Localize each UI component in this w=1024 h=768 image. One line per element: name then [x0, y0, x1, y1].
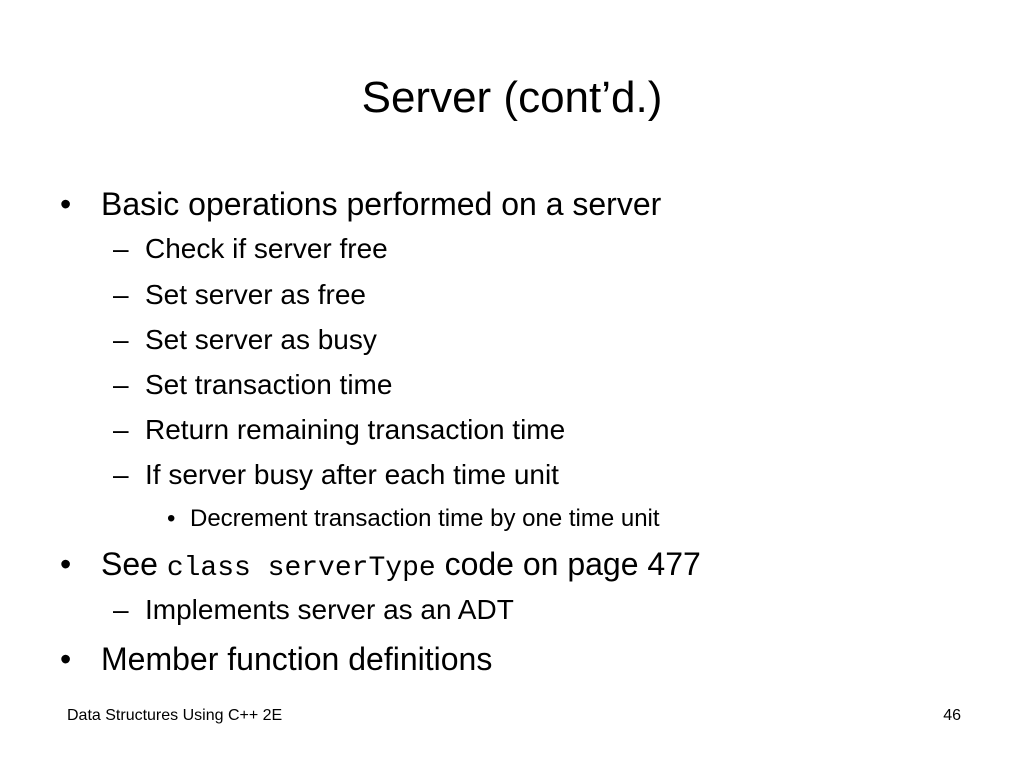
bullet-list: • Basic operations performed on a server… — [60, 186, 701, 677]
sub-bullet-text: Return remaining transaction time — [145, 414, 566, 445]
sub-bullet-text: If server busy after each time unit — [145, 459, 559, 490]
dash-marker: – — [113, 369, 129, 400]
dash-marker: – — [113, 279, 129, 310]
small-bullet-marker: • — [167, 505, 176, 532]
sub-bullet-text: Check if server free — [145, 233, 388, 264]
bullet-marker: • — [60, 641, 72, 677]
page-number: 46 — [943, 707, 961, 724]
sub-bullet-text: Set server as free — [145, 279, 366, 310]
dash-marker: – — [113, 414, 129, 445]
bullet-marker: • — [60, 546, 72, 582]
code-class-name: class serverType — [166, 553, 436, 584]
sub-bullet-text: Set server as busy — [145, 324, 377, 355]
bullet-text-prefix: See — [101, 546, 158, 582]
bullet-marker: • — [60, 186, 72, 222]
sub-bullet-text: Set transaction time — [145, 369, 393, 400]
dash-marker: – — [113, 594, 129, 625]
dash-marker: – — [113, 459, 129, 490]
dash-marker: – — [113, 233, 129, 264]
bullet-text-suffix: code on page 477 — [444, 546, 701, 582]
dash-marker: – — [113, 324, 129, 355]
sub-sub-bullet-text: Decrement transaction time by one time u… — [190, 505, 660, 532]
slide-title: Server (cont’d.) — [361, 73, 663, 122]
sub-bullet-text: Implements server as an ADT — [145, 594, 514, 625]
bullet-text-with-code: See class serverType code on page 477 — [101, 544, 701, 589]
bullet-text: Member function definitions — [101, 641, 493, 677]
footer-book-title: Data Structures Using C++ 2E — [67, 707, 283, 724]
bullet-text: Basic operations performed on a server — [101, 186, 662, 222]
